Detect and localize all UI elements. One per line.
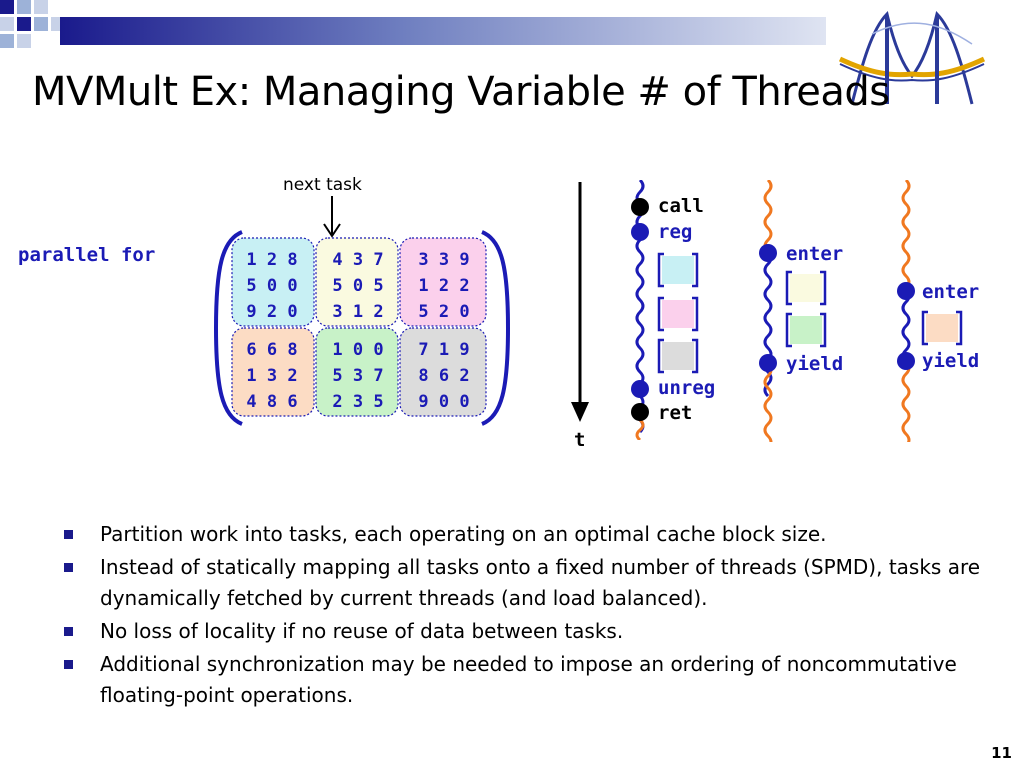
thread-1-reg-label: reg (658, 221, 693, 243)
thread-3-yield-label: yield (922, 350, 980, 372)
matrix-block-1-row-1: 1 2 8 (246, 250, 298, 270)
next-task-label: next task (283, 175, 362, 195)
matrix-block-3-row-3: 5 2 0 (418, 302, 470, 322)
matrix-left-brace (213, 230, 243, 426)
bullet-text: Additional synchronization may be needed… (100, 652, 957, 707)
matrix-block-5-row-1: 1 0 0 (332, 340, 384, 360)
bullet-text: Partition work into tasks, each operatin… (100, 522, 827, 546)
matrix-block-5-row-3: 2 3 5 (332, 392, 384, 412)
thread-1-line (631, 180, 649, 440)
thread-1-task-boxes (657, 252, 699, 374)
thread-2-line (759, 180, 777, 442)
bullet-item: No loss of locality if no reuse of data … (64, 616, 1004, 647)
bullet-square-icon (64, 660, 73, 669)
thread-1-ret-label: ret (658, 402, 693, 424)
matrix-block-3-row-1: 3 3 9 (418, 250, 470, 270)
matrix-block-4-row-1: 6 6 8 (246, 340, 298, 360)
bullet-text: No loss of locality if no reuse of data … (100, 619, 624, 643)
matrix-block-1-row-3: 9 2 0 (246, 302, 298, 322)
matrix-block-3-row-2: 1 2 2 (418, 276, 470, 296)
matrix-block-2-row-2: 5 0 5 (332, 276, 384, 296)
bullet-square-icon (64, 530, 73, 539)
matrix-block-6-row-3: 9 0 0 (418, 392, 470, 412)
bridge-logo-icon (838, 11, 986, 105)
thread-1-unreg-label: unreg (658, 377, 716, 399)
matrix-block-4-row-3: 4 8 6 (246, 392, 298, 412)
matrix-block-5-row-2: 5 3 7 (332, 366, 384, 386)
page-number: 11 (991, 744, 1012, 762)
bullet-text: Instead of statically mapping all tasks … (100, 555, 981, 610)
parallel-for-label: parallel for (18, 244, 156, 266)
bullet-item: Instead of statically mapping all tasks … (64, 552, 1004, 614)
matrix-block-6-row-2: 8 6 2 (418, 366, 470, 386)
bullet-square-icon (64, 563, 73, 572)
bullet-item: Additional synchronization may be needed… (64, 649, 1004, 711)
bullet-square-icon (64, 627, 73, 636)
matrix-block-6-row-1: 7 1 9 (418, 340, 470, 360)
slide-title: MVMult Ex: Managing Variable # of Thread… (32, 69, 890, 115)
matrix-blocks-background (231, 237, 487, 417)
time-axis-label: t (574, 429, 586, 451)
time-arrow (571, 182, 589, 422)
thread-3-enter-label: enter (922, 281, 980, 303)
thread-1-call-label: call (658, 195, 704, 217)
matrix-block-2-row-3: 3 1 2 (332, 302, 384, 322)
thread-3-line (897, 180, 915, 442)
thread-2-task-boxes (785, 270, 827, 348)
thread-2-yield-label: yield (786, 353, 844, 375)
matrix-right-brace (481, 230, 511, 426)
corner-squares-decoration (0, 0, 65, 48)
bullet-item: Partition work into tasks, each operatin… (64, 519, 1004, 550)
bullet-list: Partition work into tasks, each operatin… (64, 519, 1004, 713)
matrix-block-1-row-2: 5 0 0 (246, 276, 298, 296)
matrix-block-2-row-1: 4 3 7 (332, 250, 384, 270)
header-gradient-bar (60, 17, 826, 45)
matrix-block-4-row-2: 1 3 2 (246, 366, 298, 386)
thread-2-enter-label: enter (786, 243, 844, 265)
next-task-arrow (323, 196, 341, 238)
thread-3-task-box (921, 310, 963, 346)
